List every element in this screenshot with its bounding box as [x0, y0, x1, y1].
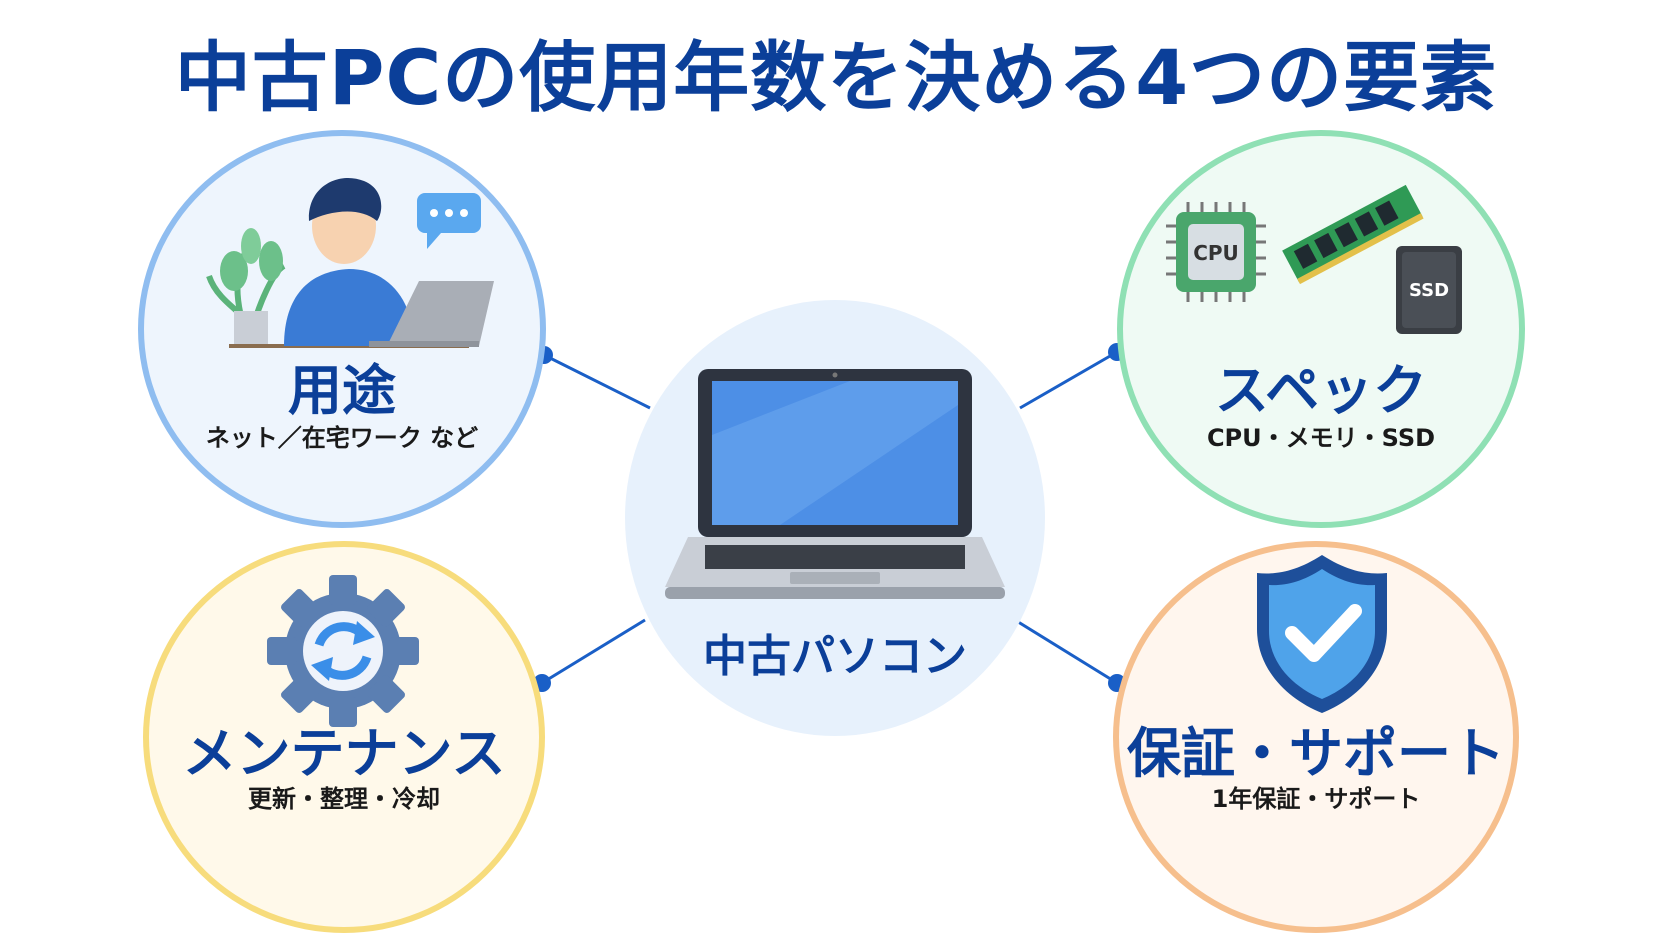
- cpu-chip-label: CPU: [1193, 241, 1239, 265]
- memory-icon: [1282, 184, 1424, 285]
- page-title: 中古PCの使用年数を決める4つの要素: [174, 33, 1498, 122]
- connector-usage: [543, 353, 651, 410]
- connector-spec: [1019, 350, 1118, 410]
- center-node: 中古パソコン: [625, 300, 1045, 736]
- usage-subtitle: ネット／在宅ワーク など: [205, 424, 479, 452]
- cpu-icon: CPU: [1166, 202, 1266, 302]
- factor-usage: 用途 ネット／在宅ワーク など: [138, 130, 546, 528]
- factor-warranty: 保証・サポート 1年保証・サポート: [1113, 541, 1519, 933]
- hardware-components-icon: CPU SSD: [1166, 184, 1462, 334]
- warranty-title: 保証・サポート: [1127, 722, 1505, 785]
- ssd-icon: SSD: [1396, 246, 1462, 334]
- ssd-chip-label: SSD: [1409, 280, 1449, 301]
- gear-refresh-icon: [267, 575, 419, 727]
- factor-maintenance: メンテナンス 更新・整理・冷却: [143, 541, 545, 933]
- shield-check-icon: [1257, 555, 1387, 713]
- laptop-icon: [665, 369, 1005, 599]
- spec-title: スペック: [1214, 359, 1428, 422]
- warranty-subtitle: 1年保証・サポート: [1211, 785, 1421, 813]
- usage-title: 用途: [288, 359, 396, 422]
- factor-spec: CPU SSD スペック CPU・メモリ・SSD: [1117, 130, 1525, 528]
- person-at-laptop-icon: [206, 177, 494, 348]
- connector-maintenance: [541, 618, 646, 685]
- maintenance-subtitle: 更新・整理・冷却: [248, 785, 440, 813]
- maintenance-title: メンテナンス: [182, 722, 506, 785]
- connector-warranty: [1014, 618, 1118, 685]
- center-label: 中古パソコン: [703, 631, 967, 682]
- spec-subtitle: CPU・メモリ・SSD: [1206, 424, 1436, 452]
